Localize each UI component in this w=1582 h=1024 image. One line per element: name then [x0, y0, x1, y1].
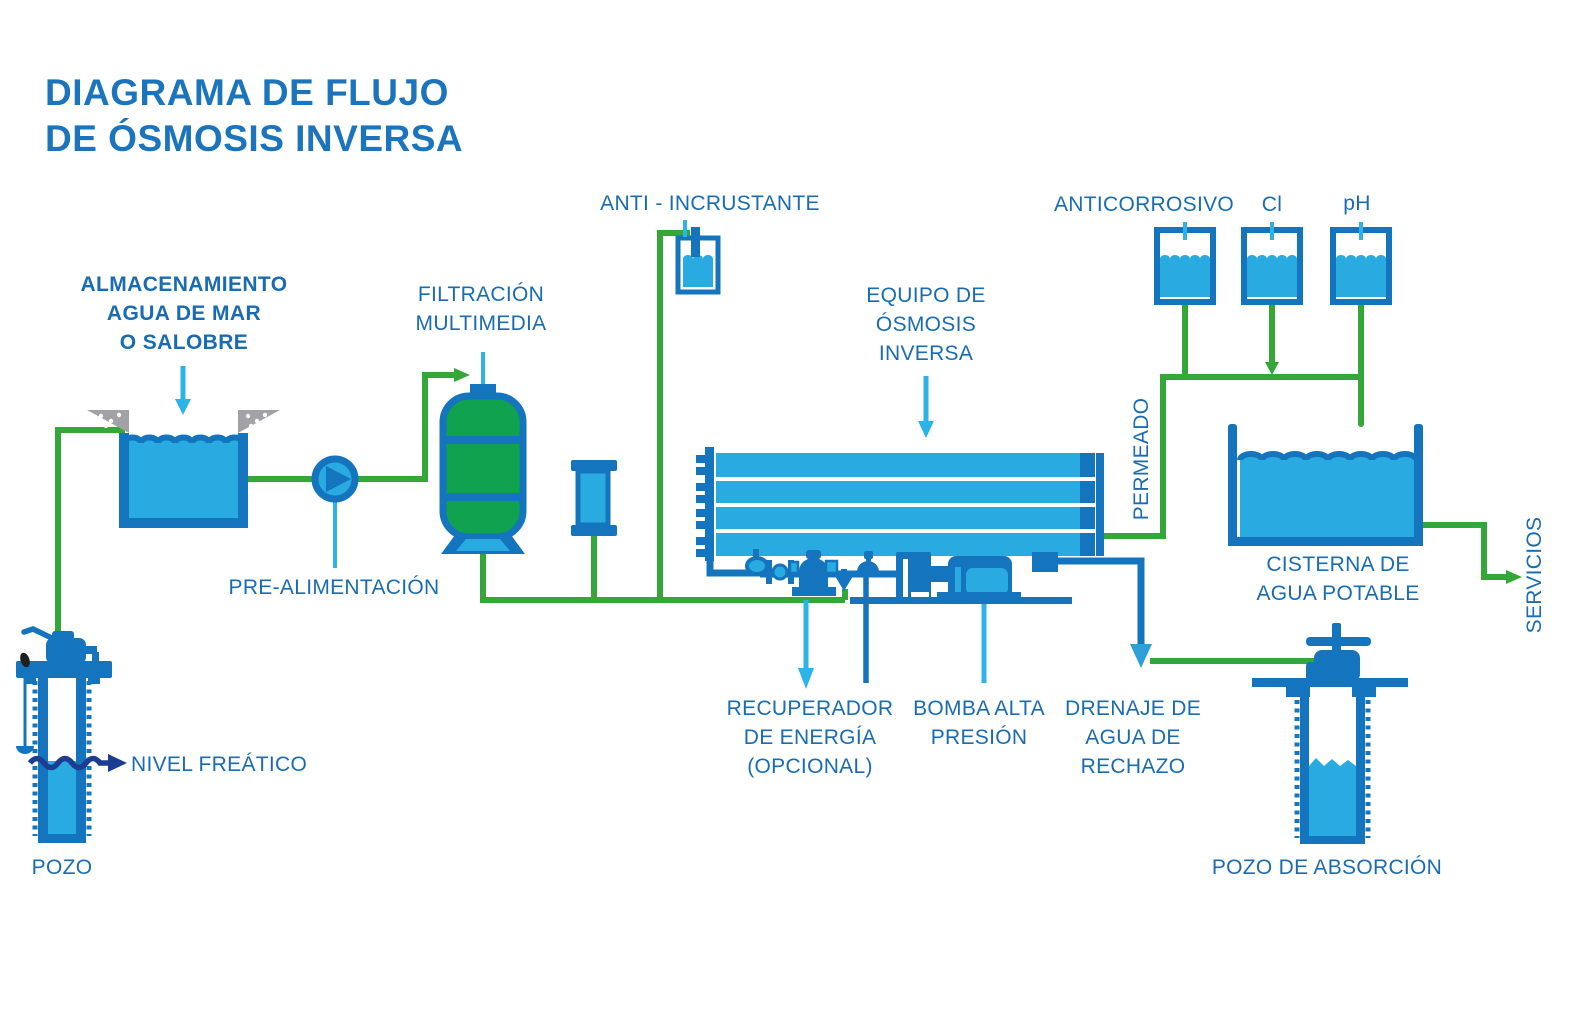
- feed-pipe-from-well: [55, 427, 125, 634]
- ro-pointer-arrow: [918, 376, 934, 438]
- antiscalant-dosing-pipe: [657, 230, 690, 600]
- label-water-table: NIVEL FREÁTICO: [131, 753, 308, 776]
- feed-manifold-pipe: [480, 536, 848, 603]
- skid-base: [850, 597, 1072, 604]
- water-wave: [1237, 451, 1419, 461]
- cistern-tank: [1228, 424, 1423, 546]
- multimedia-filter-vessel: [439, 352, 527, 554]
- tee-fitting-icon: [771, 563, 789, 581]
- ph-dosing-tank: [1330, 222, 1392, 305]
- dip-tube: [691, 227, 700, 257]
- water-table-arrow: [27, 754, 127, 772]
- cartridge-filter: [571, 460, 617, 536]
- antiscalant-dosing-tank: [675, 220, 721, 295]
- well-casing: [32, 678, 92, 843]
- label-energy-recovery: RECUPERADOR DE ENERGÍA (OPCIONAL): [726, 697, 894, 778]
- check-valve-icon: [835, 569, 853, 591]
- high-pressure-pump: [896, 552, 1021, 603]
- globe-valve-icon: [857, 551, 879, 572]
- label-ph: pH: [1343, 192, 1371, 215]
- wellhead-pump: [16, 626, 112, 684]
- reject-valve-icon: [1306, 623, 1371, 682]
- chlorine-dosing-pipe: [1265, 302, 1279, 375]
- feed-pipe-tank-to-filter: [247, 368, 470, 482]
- chlorine-dosing-tank: [1241, 222, 1303, 305]
- label-high-pressure-pump: BOMBA ALTA PRESIÓN: [913, 697, 1045, 749]
- label-multimedia-filtration: FILTRACIÓN MULTIMEDIA: [415, 283, 547, 335]
- absorption-well-water: [1309, 758, 1356, 836]
- energy-recovery-device: [788, 550, 839, 596]
- injection-tick: [1183, 222, 1187, 240]
- flow-arrow-services: [1506, 570, 1522, 584]
- label-permeate: PERMEADO: [1130, 397, 1153, 521]
- label-well: POZO: [31, 856, 93, 879]
- drain-arrow: [1130, 644, 1152, 668]
- flow-arrow-chlorine: [1265, 362, 1279, 375]
- energy-recovery-arrow: [798, 600, 814, 689]
- ground-line: [1252, 678, 1408, 687]
- injection-tick: [1270, 222, 1274, 240]
- ro-membrane-rack: [696, 447, 1104, 572]
- injection-tick: [1359, 222, 1363, 240]
- tank-bracket-right: [238, 410, 280, 433]
- well-water: [48, 761, 76, 836]
- label-pre-feed: PRE-ALIMENTACIÓN: [228, 576, 440, 599]
- label-antiscalant: ANTI - INCRUSTANTE: [600, 192, 820, 215]
- injection-tick: [683, 220, 687, 237]
- permeate-pipe: [1100, 301, 1364, 539]
- label-ro-equipment: EQUIPO DE ÓSMOSIS INVERSA: [866, 284, 986, 365]
- page-title: DIAGRAMA DE FLUJO DE ÓSMOSIS INVERSA: [45, 72, 464, 159]
- flow-arrow-into-filter: [454, 368, 470, 382]
- level-probe: [16, 652, 34, 754]
- label-services: SERVICIOS: [1523, 516, 1546, 634]
- reject-drain-pipe: [1058, 557, 1152, 668]
- label-anticorrosive: ANTICORROSIVO: [1053, 193, 1235, 216]
- storage-pointer-arrow: [175, 366, 191, 415]
- anticorrosive-dosing-tank: [1154, 222, 1216, 305]
- label-absorption-well: POZO DE ABSORCIÓN: [1211, 856, 1443, 879]
- storage-tank: [87, 410, 280, 528]
- pump-skid-assembly: [745, 549, 1072, 604]
- well: [16, 626, 112, 843]
- water-wave: [121, 434, 246, 444]
- feed-pump-icon: [311, 455, 359, 503]
- label-cistern: CISTERNA DE AGUA POTABLE: [1256, 553, 1420, 605]
- services-pipe: [1423, 522, 1522, 584]
- label-storage: ALMACENAMIENTO AGUA DE MAR O SALOBRE: [80, 273, 288, 354]
- label-chlorine: Cl: [1261, 193, 1283, 216]
- ro-support-foot: [1032, 552, 1058, 572]
- tank-bracket-left: [87, 410, 129, 433]
- absorption-well: [1252, 623, 1408, 844]
- ball-valve-icon: [745, 556, 769, 576]
- label-reject-drain: DRENAJE DE AGUA DE RECHAZO: [1064, 697, 1202, 778]
